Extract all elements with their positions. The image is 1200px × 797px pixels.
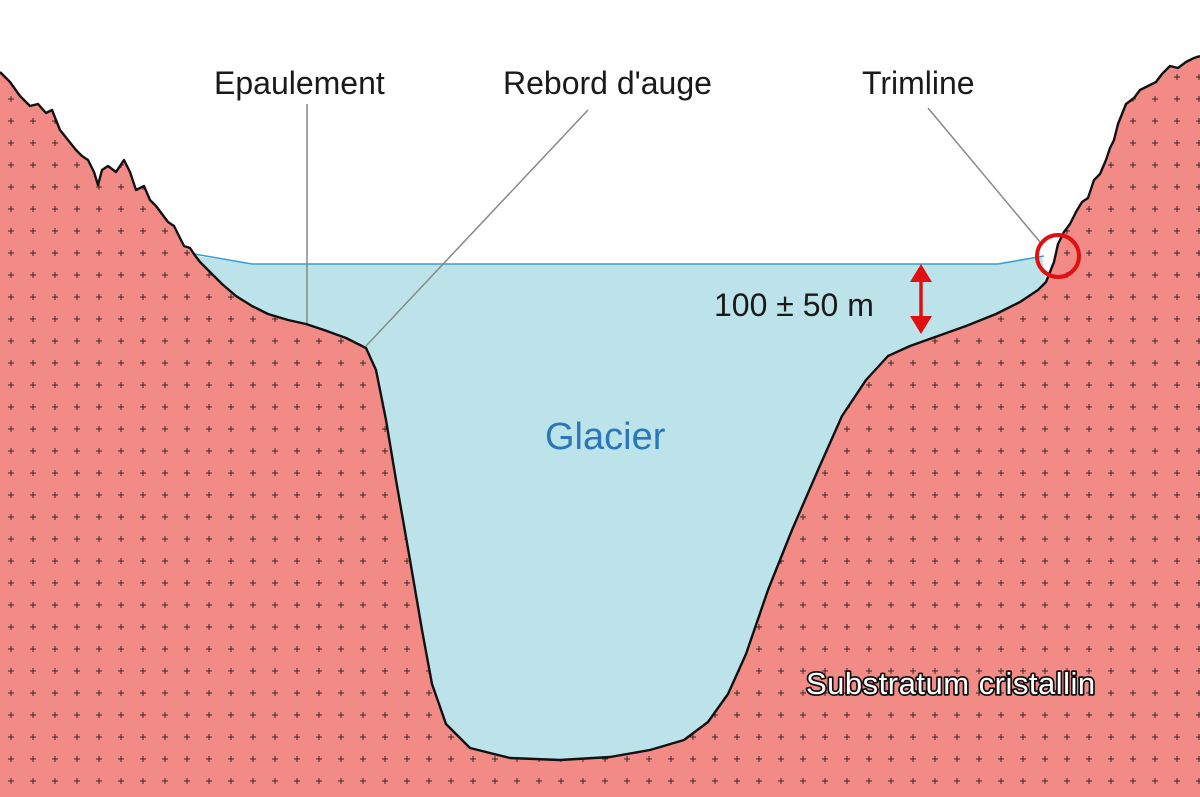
- bedrock-texture: [0, 56, 1200, 797]
- label-substratum-cristallin: Substratum cristallin: [806, 666, 1096, 701]
- arrow-head-down: [910, 316, 932, 334]
- arrow-head-up: [910, 264, 932, 282]
- valley-profile-outline: [0, 54, 1200, 762]
- rebord-leader-line: [365, 109, 589, 347]
- circle-marker-icon: [1035, 233, 1081, 279]
- glacier-ice: [196, 256, 1046, 760]
- double-vertical-arrow-icon: [910, 264, 932, 334]
- label-epaulement: Epaulement: [214, 65, 385, 101]
- label-thickness: 100 ± 50 m: [714, 287, 874, 323]
- label-trimline: Trimline: [862, 65, 975, 101]
- label-glacier: Glacier: [545, 416, 666, 458]
- label-rebord-auge: Rebord d'auge: [503, 65, 712, 101]
- trimline-leader-line: [927, 107, 1041, 243]
- glacier-surface-line: [193, 253, 1045, 265]
